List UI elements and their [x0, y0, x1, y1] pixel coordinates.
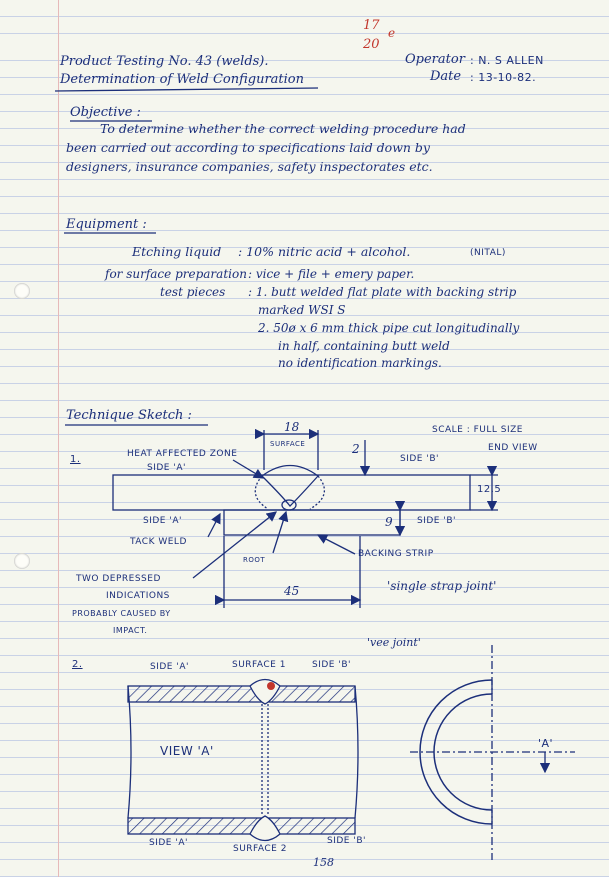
- etching-label: Etching liquid: [132, 244, 222, 259]
- fig2-side-b-bottom: SIDE 'B': [327, 836, 366, 846]
- fig1-side-b-bottom: SIDE 'B': [417, 516, 456, 526]
- surface-value: : vice + file + emery paper.: [248, 267, 415, 281]
- fig1-side-a-top: SIDE 'A': [147, 463, 186, 473]
- weld-bottom: [249, 815, 281, 842]
- title-line2: Determination of Weld Configuration: [60, 72, 305, 87]
- haz-label: HEAT AFFECTED ZONE: [127, 449, 238, 459]
- grade-numerator: 17: [363, 18, 380, 33]
- fig2-side-a-top: SIDE 'A': [150, 662, 189, 672]
- depressed-line4: IMPACT.: [113, 626, 148, 635]
- piece2-line2: in half, containing butt weld: [278, 339, 450, 353]
- etching-note: (NITAL): [470, 248, 506, 258]
- pipe-wall-bottom: [127, 817, 356, 835]
- objective-line2: been carried out according to specificat…: [66, 140, 430, 155]
- pipe-wall-top: [127, 685, 356, 703]
- operator-label: Operator: [405, 52, 465, 67]
- pipe-left-edge: [127, 685, 132, 819]
- punch-hole-top: [14, 283, 30, 299]
- margin-rule: [58, 0, 59, 877]
- vee-joint-label: 'vee joint': [367, 636, 421, 649]
- depressed-line1: TWO DEPRESSED: [76, 574, 161, 584]
- grade-denominator: 20: [363, 37, 380, 52]
- surface2-label: SURFACE 2: [233, 844, 287, 854]
- scale-label: SCALE : FULL SIZE: [432, 425, 523, 435]
- end-view-label: END VIEW: [488, 443, 538, 453]
- end-view-inner: [433, 693, 493, 811]
- title-underline: [54, 87, 319, 92]
- end-view-a-marker: 'A': [538, 737, 554, 750]
- pieces-label: test pieces: [160, 285, 226, 299]
- surface-label: for surface preparation: [105, 267, 247, 281]
- dim-45-label: 45: [284, 584, 300, 598]
- joint-type-label: 'single strap joint': [387, 579, 497, 593]
- piece2-line3: no identification markings.: [278, 356, 442, 370]
- surface-label-fig1: SURFACE: [270, 440, 306, 448]
- objective-line1: To determine whether the correct welding…: [100, 121, 466, 136]
- weld-bead: [261, 464, 319, 507]
- date-value: : 13-10-82.: [470, 71, 537, 84]
- punch-hole-bottom: [14, 553, 30, 569]
- fig2-side-a-bottom: SIDE 'A': [149, 838, 188, 848]
- page-number: 158: [313, 856, 334, 869]
- grade-suffix: e: [388, 26, 396, 40]
- equipment-heading: Equipment :: [66, 217, 147, 232]
- piece2-line1: 2. 50ø x 6 mm thick pipe cut longitudina…: [258, 321, 520, 335]
- depressed-line3: PROBABLY CAUSED BY: [72, 609, 171, 618]
- sketch-heading: Technique Sketch :: [66, 408, 192, 423]
- red-weld-mark: [267, 682, 275, 690]
- fig1-number: 1.: [70, 454, 81, 465]
- backing-strip-outline: [223, 509, 401, 536]
- haz-right: [309, 475, 326, 510]
- end-view-outer: [419, 679, 493, 825]
- dim-18-label: 18: [284, 420, 300, 434]
- depressed-line2: INDICATIONS: [106, 591, 170, 601]
- strip-thickness-label: 9: [385, 515, 393, 529]
- objective-line3: designers, insurance companies, safety i…: [66, 159, 433, 174]
- surface1-label: SURFACE 1: [232, 660, 286, 670]
- piece1-line1: : 1. butt welded flat plate with backing…: [248, 285, 517, 299]
- fig1-side-b-top: SIDE 'B': [400, 454, 439, 464]
- fig2-side-b-top: SIDE 'B': [312, 660, 351, 670]
- title-line1: Product Testing No. 43 (welds).: [60, 54, 269, 69]
- fig1-side-a-bottom: SIDE 'A': [143, 516, 182, 526]
- view-a-label: VIEW 'A': [160, 744, 214, 758]
- piece1-line2: marked WSI S: [258, 303, 346, 317]
- objective-heading: Objective :: [70, 105, 141, 120]
- fig2-number: 2.: [72, 659, 83, 670]
- operator-value: : N. S ALLEN: [470, 54, 544, 67]
- etching-value: : 10% nitric acid + alcohol.: [238, 244, 411, 259]
- root-bead: [281, 499, 297, 511]
- root-label: ROOT: [243, 556, 266, 564]
- dim-2-label: 2: [352, 442, 360, 456]
- thickness-label: 12.5: [477, 484, 502, 495]
- date-label: Date: [430, 69, 462, 84]
- pipe-right-edge: [354, 685, 359, 819]
- backing-strip-label: BACKING STRIP: [358, 549, 434, 559]
- tack-weld-label: TACK WELD: [130, 537, 187, 547]
